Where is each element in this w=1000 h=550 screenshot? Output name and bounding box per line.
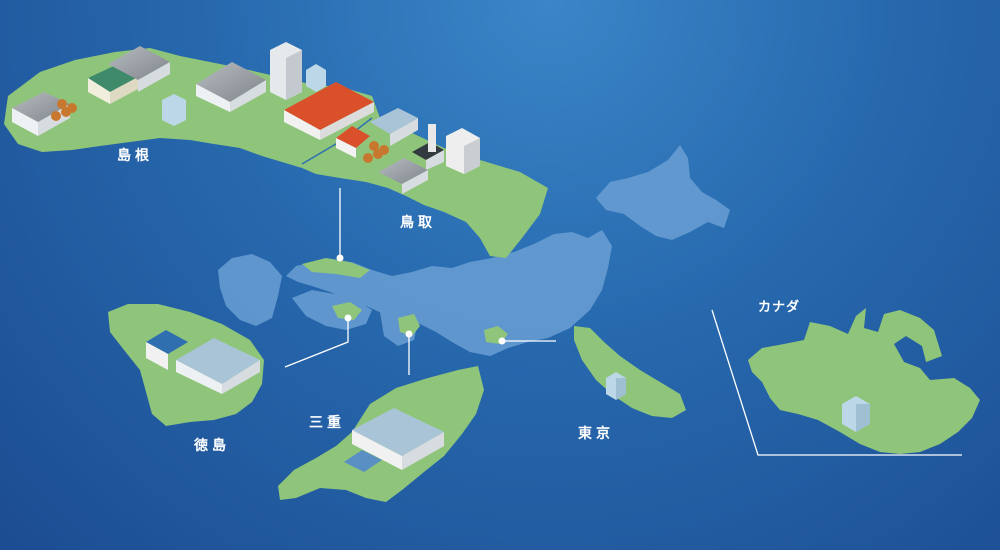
- factory-icon: [284, 82, 374, 130]
- warehouse-icon: [370, 108, 418, 134]
- lumber-pile-icon: [51, 99, 77, 121]
- marker-tokyo: [498, 337, 506, 345]
- warehouse-icon: [196, 62, 266, 102]
- marker-shimane-tottori: [336, 254, 344, 262]
- warehouse-icon: [108, 46, 170, 80]
- label-mie: 三重: [309, 415, 345, 431]
- japan-silhouette: [218, 145, 730, 356]
- canada-office: [842, 396, 870, 432]
- tottori-blue-warehouse: [370, 108, 418, 146]
- shimane-warehouse-2: [108, 46, 170, 92]
- connector-lines: [284, 188, 962, 456]
- honshu-shape: [286, 230, 612, 356]
- mie-highlight: [398, 314, 420, 336]
- hokkaido-shape: [596, 145, 730, 240]
- label-tokyo: 東京: [578, 426, 614, 442]
- factory-icon: [352, 408, 444, 456]
- shimane-tottori-island: [4, 48, 548, 258]
- mie-factory: [344, 408, 444, 472]
- tottori-red-factory: [284, 82, 374, 140]
- shimane-warehouse-3: [196, 62, 266, 112]
- connector-dots: [336, 254, 506, 345]
- loading-dock-icon: [344, 450, 382, 472]
- label-tokushima: 徳島: [194, 438, 230, 454]
- connector-canada: [711, 309, 962, 456]
- tokushima-factory: [146, 330, 260, 394]
- shikoku-shape: [292, 290, 372, 330]
- tottori-red-roof-shed: [336, 126, 389, 163]
- office-building-icon: [162, 94, 186, 126]
- label-shimane: 島根: [117, 148, 153, 164]
- red-roof-shed-icon: [336, 126, 370, 148]
- warehouse-icon: [176, 338, 260, 384]
- shimane-tall-office: [270, 42, 326, 100]
- label-canada: カナダ: [758, 300, 801, 315]
- tokyo-island: [574, 326, 686, 418]
- shimane-lumber-warehouse: [12, 92, 77, 136]
- label-tottori: 鳥取: [400, 215, 436, 231]
- chimney-icon: [428, 124, 436, 152]
- marker-mie: [405, 330, 413, 338]
- warehouse-icon: [12, 92, 70, 122]
- tokyo-office: [606, 372, 626, 400]
- blue-roof-office-icon: [146, 330, 188, 354]
- shimane-office-small: [162, 94, 186, 126]
- lumber-pile-icon: [363, 141, 389, 163]
- marker-tokushima: [344, 314, 352, 322]
- sanin-highlight: [302, 258, 370, 278]
- warehouse-icon: [378, 158, 428, 184]
- kyushu-shape: [218, 254, 282, 326]
- canada-island: [748, 308, 980, 454]
- tottori-gray-warehouse: [378, 158, 428, 194]
- shikoku-highlight: [332, 302, 362, 320]
- connector-tokushima: [284, 318, 349, 368]
- tottori-chimney-plant: [428, 124, 480, 174]
